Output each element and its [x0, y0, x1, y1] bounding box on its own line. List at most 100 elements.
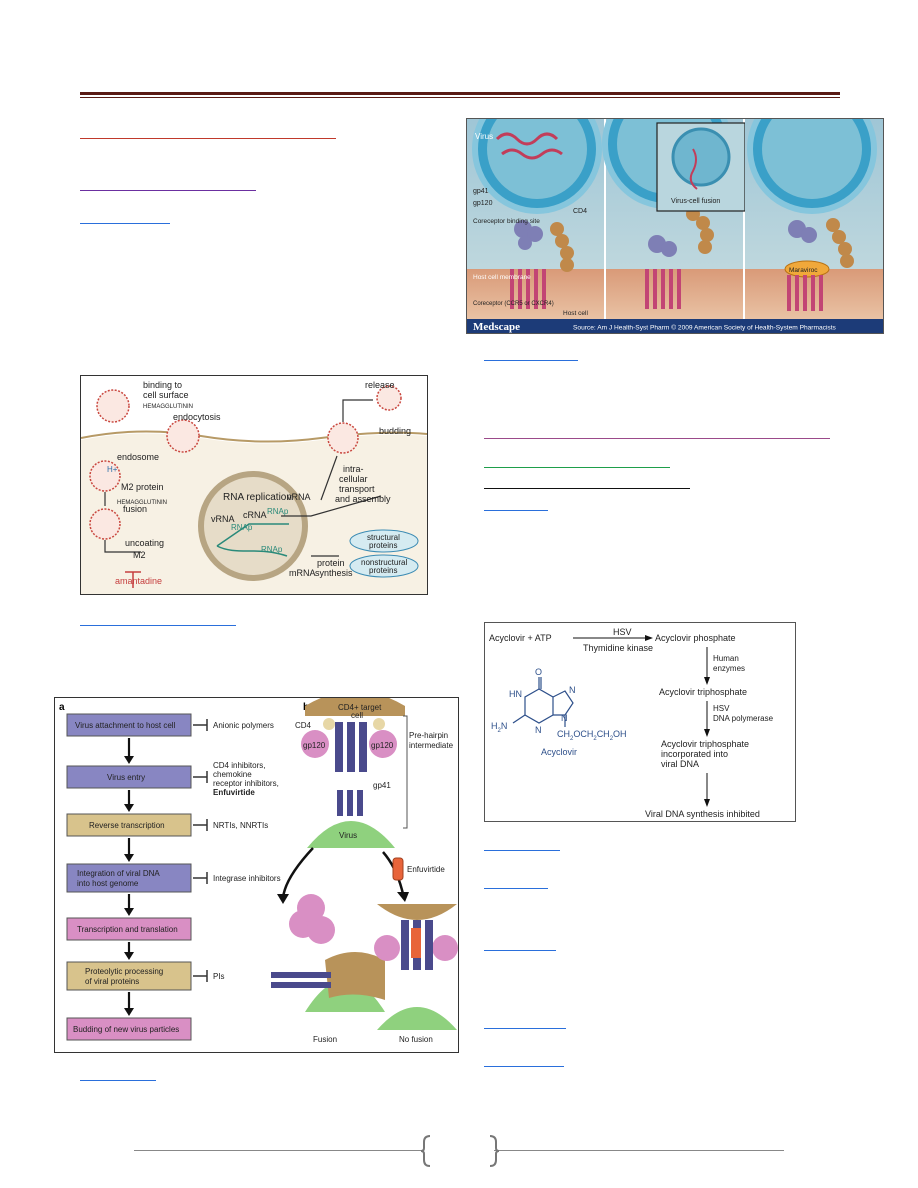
b-prehairpin1: Pre-hairpin	[409, 731, 448, 740]
inhibitor-3: NRTIs, NNRTIs	[213, 821, 268, 830]
inhibitor-2a: CD4 inhibitors,	[213, 761, 265, 770]
acy-incorp3: viral DNA	[661, 759, 699, 769]
footer-rule-left	[134, 1150, 424, 1151]
figure-hiv-fusion: Virus Virus-cell fusion gp41 gp120 CD4 C…	[466, 118, 884, 334]
header-rule-thin	[80, 97, 840, 98]
label-nonstructural: nonstructural	[361, 558, 407, 567]
inhibitor-4: Integrase inhibitors	[213, 874, 281, 883]
inhibitor-2c: receptor inhibitors,	[213, 779, 279, 788]
label-rnap2: RNAp	[267, 507, 289, 516]
figure-acyclovir: Acyclovir + ATP HSV Thymidine kinase Acy…	[484, 622, 796, 822]
label-transport3: transport	[339, 484, 375, 494]
figure-influenza-cycle: binding to cell surface HEMAGGLUTININ en…	[80, 375, 428, 595]
heading-underline-blue-r4	[484, 888, 548, 889]
heading-underline-blue-r3	[484, 850, 560, 851]
label-fusion: fusion	[123, 504, 147, 514]
host-cell-label: Host cell	[563, 310, 588, 317]
acy-top-left: Acyclovir + ATP	[489, 633, 552, 643]
b-enfuvirtide: Enfuvirtide	[407, 865, 445, 874]
label-rnap1: RNAp	[231, 523, 253, 532]
label-uncoating: uncoating	[125, 538, 164, 548]
acy-hsv2: HSV	[713, 704, 730, 713]
acy-incorp1: Acyclovir triphosphate	[661, 739, 749, 749]
footer-rule-right	[494, 1150, 784, 1151]
acy-triphosphate: Acyclovir triphosphate	[659, 687, 747, 697]
panel-a-label: a	[59, 702, 65, 713]
label-transport4: and assembly	[335, 494, 391, 504]
label-mrna: mRNA	[289, 568, 316, 578]
label-vrna-in: vRNA	[211, 514, 235, 524]
label-m2b: M2	[133, 550, 146, 560]
b-cd4: CD4	[295, 721, 312, 730]
label-release: release	[365, 380, 395, 390]
label-rna-replication: RNA replication	[223, 492, 292, 503]
acy-n1: N	[569, 685, 576, 695]
virus-label: Virus	[475, 132, 493, 141]
gp41-label: gp41	[473, 188, 489, 195]
acy-phosphate: Acyclovir phosphate	[655, 633, 736, 643]
label-protein: protein	[317, 558, 345, 568]
acy-hn: HN	[509, 689, 522, 699]
b-gp41: gp41	[373, 781, 391, 790]
heading-underline-black-r	[484, 488, 690, 489]
heading-underline-blue-r2	[484, 510, 548, 511]
step-2: Virus entry	[107, 773, 145, 782]
heading-underline-blue-3	[80, 1080, 156, 1081]
step-5: Transcription and translation	[77, 925, 178, 934]
label-binding2: cell surface	[143, 390, 189, 400]
label-proteins2: proteins	[369, 566, 397, 575]
medscape-brand: Medscape	[473, 321, 520, 333]
acy-human2: enzymes	[713, 664, 745, 673]
label-hplus: H+	[107, 465, 118, 474]
heading-underline-blue	[80, 223, 170, 224]
step-1: Virus attachment to host cell	[75, 721, 176, 730]
fusion-panel-3	[745, 119, 883, 319]
gp120-label: gp120	[473, 200, 493, 207]
heading-underline-blue-2	[80, 625, 236, 626]
label-crna: cRNA	[243, 510, 267, 520]
label-transport2: cellular	[339, 474, 368, 484]
label-structural: structural	[367, 533, 400, 542]
heading-underline-red	[80, 138, 336, 139]
maraviroc-label: Maraviroc	[789, 267, 818, 274]
acy-tk: Thymidine kinase	[583, 643, 653, 653]
b-target: CD4+ target	[338, 703, 382, 712]
acy-hsv: HSV	[613, 627, 632, 637]
acy-o: O	[535, 667, 542, 677]
acy-human1: Human	[713, 654, 739, 663]
label-endocytosis: endocytosis	[173, 412, 221, 422]
coreceptor-label: Coreceptor (CCR5 or CXCR4)	[473, 301, 554, 307]
inhibitor-2b: chemokine	[213, 770, 252, 779]
figure-hiv-cycle: a b Virus attachment to host cell Virus …	[54, 697, 459, 1053]
step-6b: of viral proteins	[85, 977, 139, 986]
acy-inhibited: Viral DNA synthesis inhibited	[645, 809, 760, 819]
acy-name: Acyclovir	[541, 747, 577, 757]
label-binding: binding to	[143, 380, 182, 390]
acy-dnapol: DNA polymerase	[713, 714, 774, 723]
label-synthesis: synthesis	[315, 568, 353, 578]
b-virus: Virus	[339, 831, 357, 840]
fusion-panel-1	[467, 119, 604, 319]
step-4b: into host genome	[77, 879, 139, 888]
label-hemagglutinin: HEMAGGLUTININ	[143, 404, 193, 410]
inhibitor-5: PIs	[213, 972, 225, 981]
heading-underline-blue-r7	[484, 1066, 564, 1067]
b-gp120a: gp120	[303, 741, 326, 750]
acy-incorp2: incorporated into	[661, 749, 728, 759]
heading-underline-purple-r	[484, 438, 830, 439]
step-4a: Integration of viral DNA	[77, 869, 160, 878]
heading-underline-green-r	[484, 467, 670, 468]
b-nofusion: No fusion	[399, 1035, 433, 1044]
heading-underline-blue-r5	[484, 950, 556, 951]
virion-top	[89, 385, 402, 540]
inhibitor-2d: Enfuvirtide	[213, 788, 255, 797]
inset-label: Virus-cell fusion	[671, 198, 720, 205]
b-cell: cell	[351, 711, 363, 720]
label-rnap3: RNAp	[261, 545, 283, 554]
step-3: Reverse transcription	[89, 821, 165, 830]
source-credit: Source: Am J Health-Syst Pharm © 2009 Am…	[573, 324, 837, 332]
b-fusion: Fusion	[313, 1035, 337, 1044]
acy-n2: N	[535, 725, 542, 735]
label-vrna-out: vRNA	[287, 492, 311, 502]
label-proteins1: proteins	[369, 541, 397, 550]
